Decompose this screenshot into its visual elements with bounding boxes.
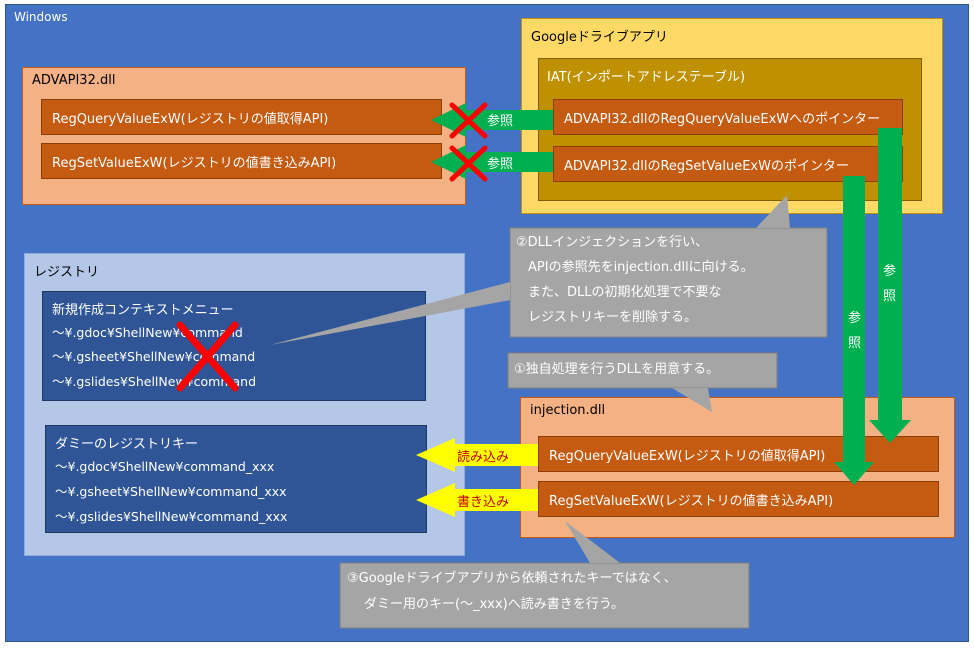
windows-label: Windows <box>14 10 68 24</box>
injection-title: injection.dll <box>530 403 606 418</box>
new-menu-item-gslides: 〜¥.gslides¥ShellNew¥command <box>52 374 257 389</box>
dummy-item-gdoc: 〜¥.gdoc¥ShellNew¥command_xxx <box>55 459 275 474</box>
cross-ref-query <box>449 102 488 139</box>
advapi-query-bar: RegQueryValueExW(レジストリの値取得API) <box>41 99 442 135</box>
ref-v1-char2: 照 <box>883 289 897 304</box>
ref-arrow-vertical-right <box>869 128 911 443</box>
advapi-title: ADVAPI32.dll <box>32 73 116 88</box>
dummy-title: ダミーのレジストリキー <box>55 437 199 452</box>
ref-v1-char1: 参 <box>883 264 897 279</box>
new-menu-title: 新規作成コンテキストメニュー <box>52 303 234 318</box>
new-menu-item-gdoc: 〜¥.gdoc¥ShellNew¥command <box>52 325 243 340</box>
read-arrow <box>416 438 538 472</box>
advapi-box <box>22 67 466 205</box>
cross-ref-set <box>449 145 488 182</box>
callout1-text: ①独自処理を行うDLLを用意する。 <box>514 362 720 377</box>
injection-query-bar: RegQueryValueExW(レジストリの値取得API) <box>538 436 939 472</box>
callout2-line3: また、DLLの初期化処理で不要な <box>528 285 722 300</box>
advapi-set-bar: RegSetValueExW(レジストリの値書き込みAPI) <box>41 143 442 179</box>
dummy-item-gsheet: 〜¥.gsheet¥ShellNew¥command_xxx <box>55 484 287 499</box>
injection-set-bar: RegSetValueExW(レジストリの値書き込みAPI) <box>538 481 939 517</box>
registry-title: レジストリ <box>34 265 100 280</box>
callout2-pointer-up <box>756 195 790 228</box>
cross-new-menu <box>176 321 239 392</box>
ref-label-set: 参照 <box>487 157 514 172</box>
ref-label-query: 参照 <box>487 114 514 129</box>
dummy-box <box>45 425 427 533</box>
ref-arrow-vertical-left <box>834 176 874 485</box>
callout2-body <box>509 227 828 338</box>
callout1-pointer <box>672 388 712 412</box>
gdrive-title: Googleドライブアプリ <box>531 30 668 45</box>
callout3-line1: ③Googleドライブアプリから依頼されたキーではなく、 <box>347 571 677 586</box>
callout2-line4: レジストリキーを削除する。 <box>528 310 698 325</box>
callout1-body <box>507 352 778 389</box>
write-arrow <box>416 483 538 517</box>
iat-title: IAT(インポートアドレステーブル) <box>547 70 746 85</box>
iat-ptr-query-bar: ADVAPI32.dllのRegQueryValueExWへのポインター <box>553 99 903 135</box>
callout2-line2: APIの参照先をinjection.dllに向ける。 <box>528 260 754 275</box>
callout2-pointer-left <box>270 282 510 345</box>
dummy-item-gslides: 〜¥.gslides¥ShellNew¥command_xxx <box>55 509 288 524</box>
callout2-line1: ②DLLインジェクションを行い、 <box>516 235 709 250</box>
ref-v2-char2: 照 <box>848 336 862 351</box>
read-label: 読み込み <box>457 450 510 465</box>
callout3-pointer <box>565 521 620 563</box>
callout3-line2: ダミー用のキー(〜_xxx)へ読み書きを行う。 <box>364 597 624 612</box>
ref-v2-char1: 参 <box>848 311 862 326</box>
write-label: 書き込み <box>457 495 510 510</box>
